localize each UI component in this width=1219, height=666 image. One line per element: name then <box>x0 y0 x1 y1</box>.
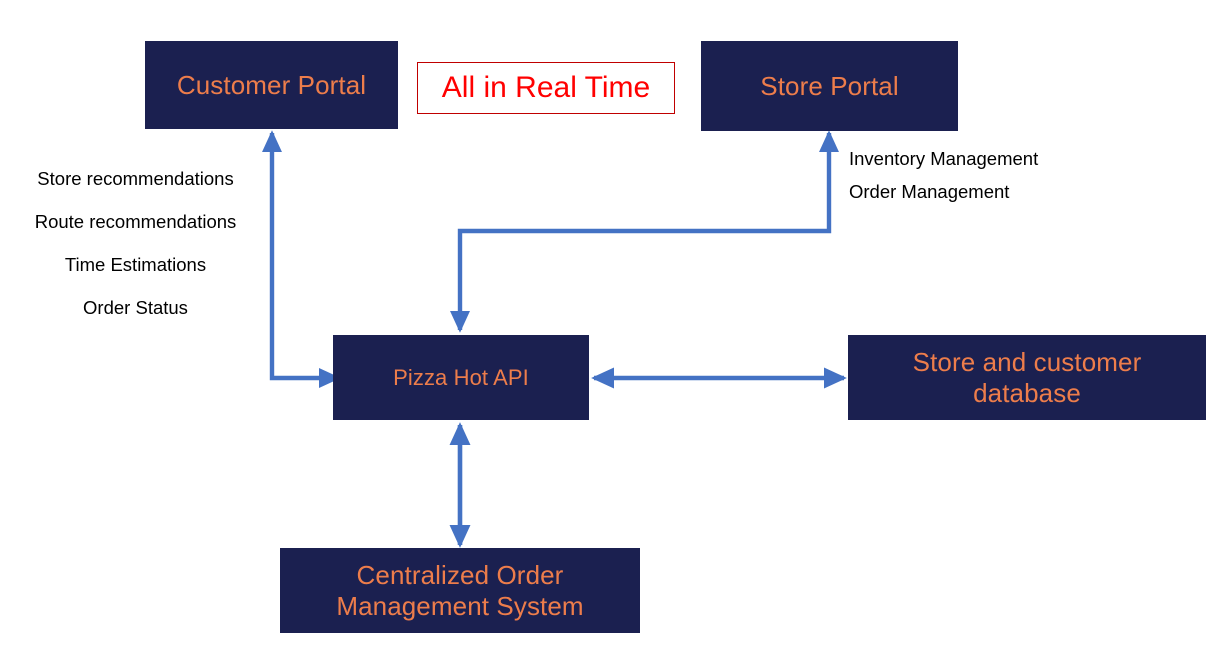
node-database-label-line1: Store and customer <box>912 346 1142 377</box>
node-database-label-line2: database <box>973 377 1081 408</box>
annotation-order-status: Order Status <box>83 297 188 318</box>
annotation-store-recommendations: Store recommendations <box>37 168 234 189</box>
node-pizza-hot-api-label: Pizza Hot API <box>393 364 529 390</box>
node-database-label: Store and customer database <box>854 347 1200 408</box>
badge-all-in-real-time-label: All in Real Time <box>441 71 651 104</box>
node-pizza-hot-api[interactable]: Pizza Hot API <box>333 335 589 420</box>
badge-all-in-real-time: All in Real Time <box>417 62 675 114</box>
node-customer-portal-label: Customer Portal <box>176 69 367 100</box>
annotations-customer-portal: Store recommendations Route recommendati… <box>8 168 263 340</box>
annotation-inventory-management: Inventory Management <box>849 148 1039 169</box>
node-coms-label-line1: Centralized Order <box>356 559 564 590</box>
annotation-order-management: Order Management <box>849 181 1010 202</box>
connector-api-to-customer-portal <box>261 130 341 389</box>
annotation-time-estimations: Time Estimations <box>64 254 207 275</box>
node-coms-label-line2: Management System <box>336 590 584 621</box>
node-centralized-order-management-system[interactable]: Centralized Order Management System <box>280 548 640 633</box>
node-customer-portal[interactable]: Customer Portal <box>145 41 398 129</box>
node-store-portal[interactable]: Store Portal <box>701 41 958 131</box>
annotation-route-recommendations: Route recommendations <box>34 211 237 232</box>
node-store-portal-label: Store Portal <box>760 70 899 101</box>
annotations-store-portal: Inventory Management Order Management <box>849 148 1038 214</box>
node-store-and-customer-database[interactable]: Store and customer database <box>848 335 1206 420</box>
node-coms-label: Centralized Order Management System <box>286 560 634 621</box>
connector-api-to-store-portal <box>449 130 840 333</box>
